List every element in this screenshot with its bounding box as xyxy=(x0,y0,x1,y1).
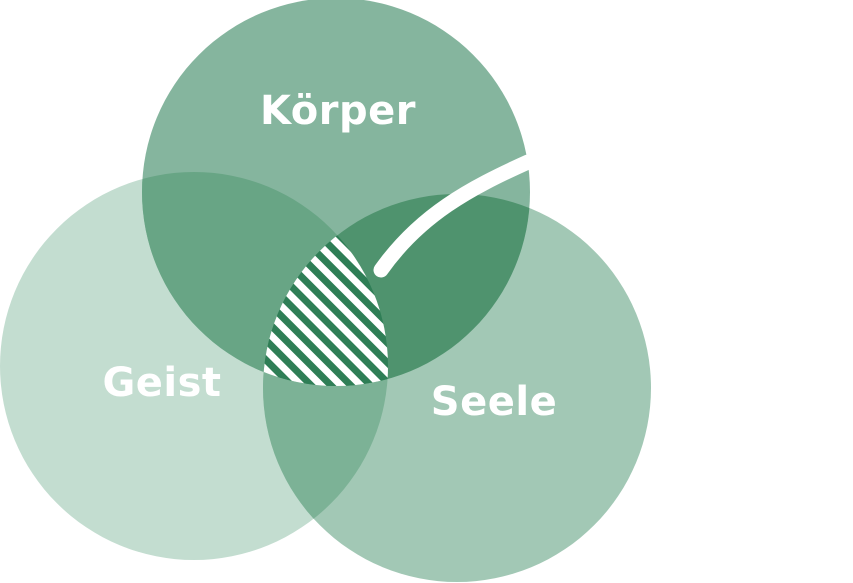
accent-swoosh xyxy=(373,154,536,278)
label-koerper: Körper xyxy=(260,88,416,134)
label-geist: Geist xyxy=(102,360,221,406)
overlap-center-striped xyxy=(263,194,388,386)
label-seele: Seele xyxy=(431,379,557,425)
